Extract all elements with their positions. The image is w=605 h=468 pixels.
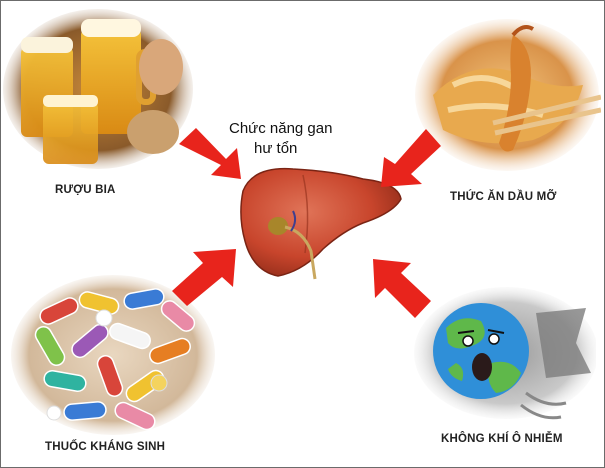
center-title-line1: Chức năng gan bbox=[229, 120, 333, 137]
caption-pills: THUỐC KHÁNG SINH bbox=[45, 441, 166, 453]
center-title: Chức năng gan hư tổn bbox=[229, 119, 379, 159]
caption-fried-food: THỨC ĂN DẦU MỠ bbox=[450, 191, 557, 203]
liver-icon bbox=[240, 167, 402, 280]
arrow-earth-to-liver bbox=[373, 259, 431, 318]
polluted-earth-icon bbox=[414, 287, 596, 420]
caption-pollution: KHÔNG KHÍ Ô NHIỄM bbox=[441, 433, 563, 445]
beer-icon bbox=[3, 9, 193, 169]
arrow-beer-to-liver bbox=[179, 128, 241, 179]
fried-food-icon bbox=[415, 19, 601, 171]
pills-icon bbox=[11, 275, 215, 435]
caption-beer: RƯỢU BIA bbox=[55, 184, 116, 196]
center-title-line2: hư tổn bbox=[254, 140, 298, 157]
arrow-pills-to-liver bbox=[172, 249, 236, 306]
arrow-fried-to-liver bbox=[381, 129, 441, 187]
